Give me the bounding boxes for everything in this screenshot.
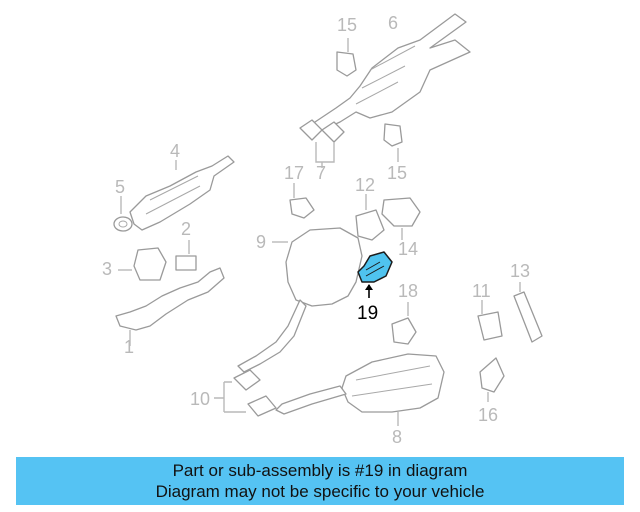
part-6-rear-muffler-assembly[interactable]	[311, 13, 471, 133]
callout-12: 12	[355, 175, 376, 195]
callout-15-upper: 15	[337, 15, 358, 35]
callout-13: 13	[510, 261, 531, 281]
part-16-bracket[interactable]	[479, 357, 505, 402]
callout-7: 7	[316, 163, 327, 183]
part-11-hanger[interactable]	[477, 300, 503, 341]
part-15-lower-hanger[interactable]	[383, 123, 403, 162]
callout-16: 16	[478, 405, 499, 425]
banner-line-1: Part or sub-assembly is #19 in diagram	[172, 461, 468, 480]
part-19-bracket-highlighted[interactable]	[357, 251, 393, 298]
part-18-hanger[interactable]	[391, 302, 417, 345]
callout-4: 4	[170, 141, 181, 161]
part-10-clamps[interactable]	[214, 369, 277, 417]
callout-11: 11	[472, 281, 491, 301]
part-9-center-muffler[interactable]	[237, 227, 363, 373]
callout-9: 9	[256, 232, 267, 252]
part-14-heat-shield[interactable]	[381, 197, 421, 240]
callout-6: 6	[388, 13, 399, 33]
part-12-heat-shield[interactable]	[355, 194, 385, 241]
callout-19-highlighted: 19	[357, 303, 379, 324]
callout-8: 8	[392, 427, 403, 447]
part-3-flange-plate[interactable]	[118, 247, 167, 281]
callout-5: 5	[115, 177, 126, 197]
part-2-bracket[interactable]	[175, 240, 197, 271]
part-13-heat-shield[interactable]	[513, 282, 543, 343]
part-17-hanger[interactable]	[289, 183, 315, 219]
part-8-rear-muffler[interactable]	[275, 353, 445, 426]
part-5-gasket[interactable]	[113, 196, 133, 232]
callout-10: 10	[190, 389, 211, 409]
callout-3: 3	[102, 259, 113, 279]
part-4-catalytic-converter[interactable]	[129, 155, 235, 231]
info-banner: Part or sub-assembly is #19 in diagram D…	[16, 457, 624, 505]
callout-17: 17	[284, 163, 305, 183]
callout-1: 1	[124, 337, 135, 357]
part-15-upper-hanger[interactable]	[336, 38, 357, 77]
part-7-clamps[interactable]	[299, 119, 345, 168]
callout-2: 2	[181, 219, 192, 239]
callout-15-lower: 15	[387, 163, 408, 183]
part-1-front-pipe[interactable]	[115, 267, 225, 346]
banner-line-2: Diagram may not be specific to your vehi…	[155, 482, 485, 501]
callout-14: 14	[398, 239, 419, 259]
exhaust-parts-diagram	[113, 13, 543, 426]
callout-18: 18	[398, 281, 419, 301]
